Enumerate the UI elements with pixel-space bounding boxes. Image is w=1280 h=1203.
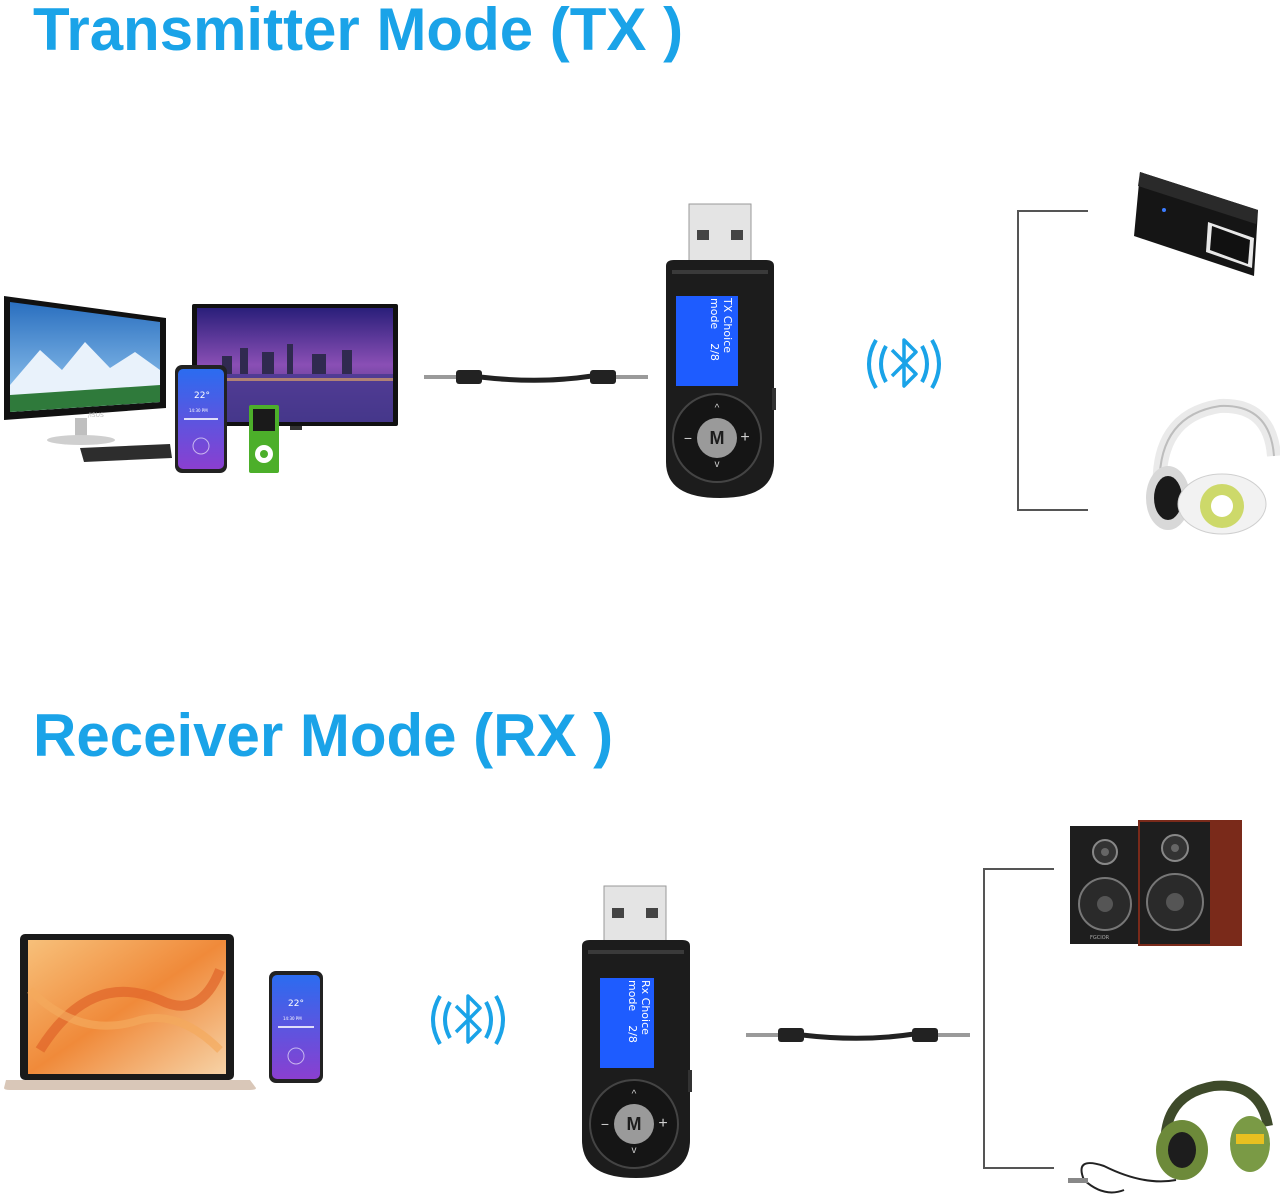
rx-plus-button[interactable]: +	[658, 1115, 668, 1132]
rx-bluetooth-icon	[431, 994, 505, 1046]
rx-next-button[interactable]: v	[631, 1145, 637, 1156]
tx-bluetooth-icon	[867, 338, 941, 390]
rx-minus-button[interactable]: −	[600, 1116, 610, 1132]
portable-speaker-image	[1134, 172, 1258, 276]
tx-phone-temp: 22°	[194, 391, 210, 401]
rx-prev-button[interactable]: ^	[631, 1089, 637, 1100]
monitor-brand-text: /ISUS	[88, 412, 104, 419]
tx-lcd-line2: mode	[708, 298, 721, 330]
tx-minus-button[interactable]: −	[683, 430, 693, 446]
desktop-monitor-image: /ISUS	[4, 296, 172, 462]
rx-bluetooth-adapter-image	[582, 885, 692, 1178]
bookshelf-speakers-image: FGCIOR	[1070, 820, 1242, 946]
tx-bluetooth-adapter-image	[666, 203, 776, 498]
green-headphones-image	[1068, 1080, 1273, 1194]
rx-output-bracket	[983, 868, 1054, 1169]
tx-output-bracket	[1017, 210, 1088, 511]
tx-plus-button[interactable]: +	[740, 429, 750, 446]
rx-lcd-page: 2/8	[626, 1025, 639, 1043]
tx-m-button[interactable]: M	[709, 428, 725, 448]
tx-heading: Transmitter Mode (TX )	[33, 0, 684, 63]
rx-m-button[interactable]: M	[626, 1114, 642, 1134]
rx-phone-time: 14:30 PM	[283, 1016, 302, 1021]
tx-phone-time: 14:30 PM	[189, 408, 208, 413]
rx-lcd-line2: mode	[626, 980, 639, 1012]
speaker-brand-text: FGCIOR	[1090, 935, 1110, 941]
rx-phone-image: 22° 14:30 PM	[269, 971, 323, 1083]
tx-lcd-line1: TX Choice	[721, 298, 734, 354]
white-headphones-image	[1146, 398, 1280, 535]
rx-aux-cable-image	[746, 1028, 970, 1042]
tx-lcd-display: TX Choice mode 2/8	[676, 296, 738, 386]
rx-lcd-line1: Rx Choice	[639, 980, 652, 1035]
tv-image	[192, 304, 398, 430]
rx-lcd-display: Rx Choice mode 2/8	[600, 978, 654, 1068]
tx-phone-image: 22° 14:30 PM	[175, 365, 227, 473]
rx-heading: Receiver Mode (RX )	[33, 702, 614, 769]
tx-prev-button[interactable]: ^	[714, 403, 720, 414]
rx-phone-temp: 22°	[288, 999, 304, 1009]
mp3-player-image	[249, 405, 279, 473]
tx-lcd-page: 2/8	[708, 343, 721, 361]
tx-aux-cable-image	[424, 370, 648, 384]
laptop-image	[4, 934, 256, 1090]
tx-next-button[interactable]: v	[714, 459, 720, 470]
